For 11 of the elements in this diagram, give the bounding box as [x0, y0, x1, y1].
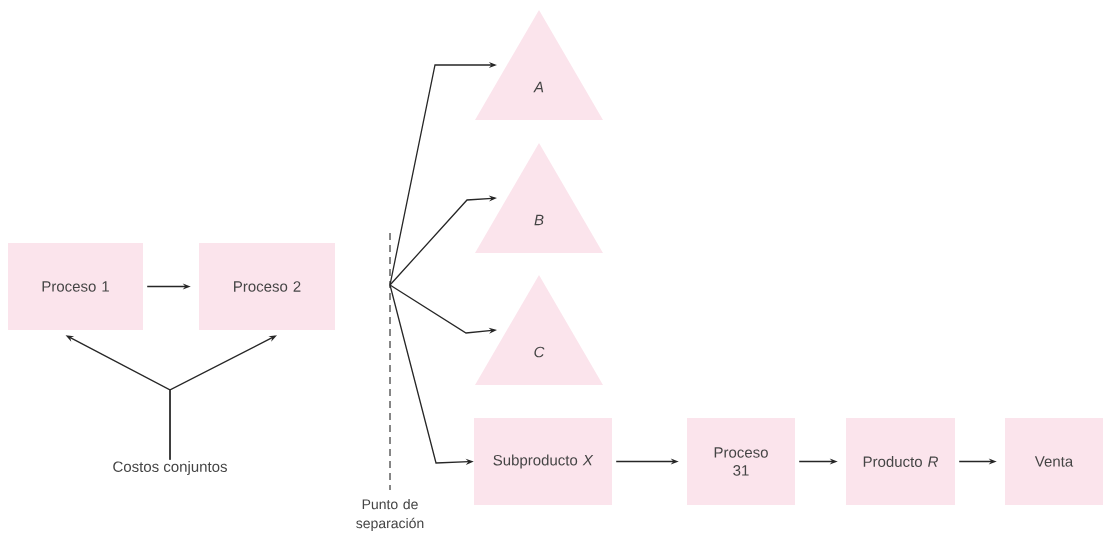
process-box: Subproducto X — [474, 418, 612, 505]
process-box: Venta — [1005, 418, 1103, 505]
line-label: Punto de separación — [356, 498, 424, 531]
process-box: Proceso 2 — [199, 243, 335, 330]
process-box: Proceso 1 — [8, 243, 143, 330]
product-triangle: A — [475, 10, 603, 120]
process-box: Proceso 31 — [687, 418, 795, 505]
process-box: Producto R — [846, 418, 955, 505]
product-triangle: C — [475, 275, 603, 385]
cost-label: Costos conjuntos — [113, 461, 227, 475]
product-triangle: B — [475, 143, 603, 253]
